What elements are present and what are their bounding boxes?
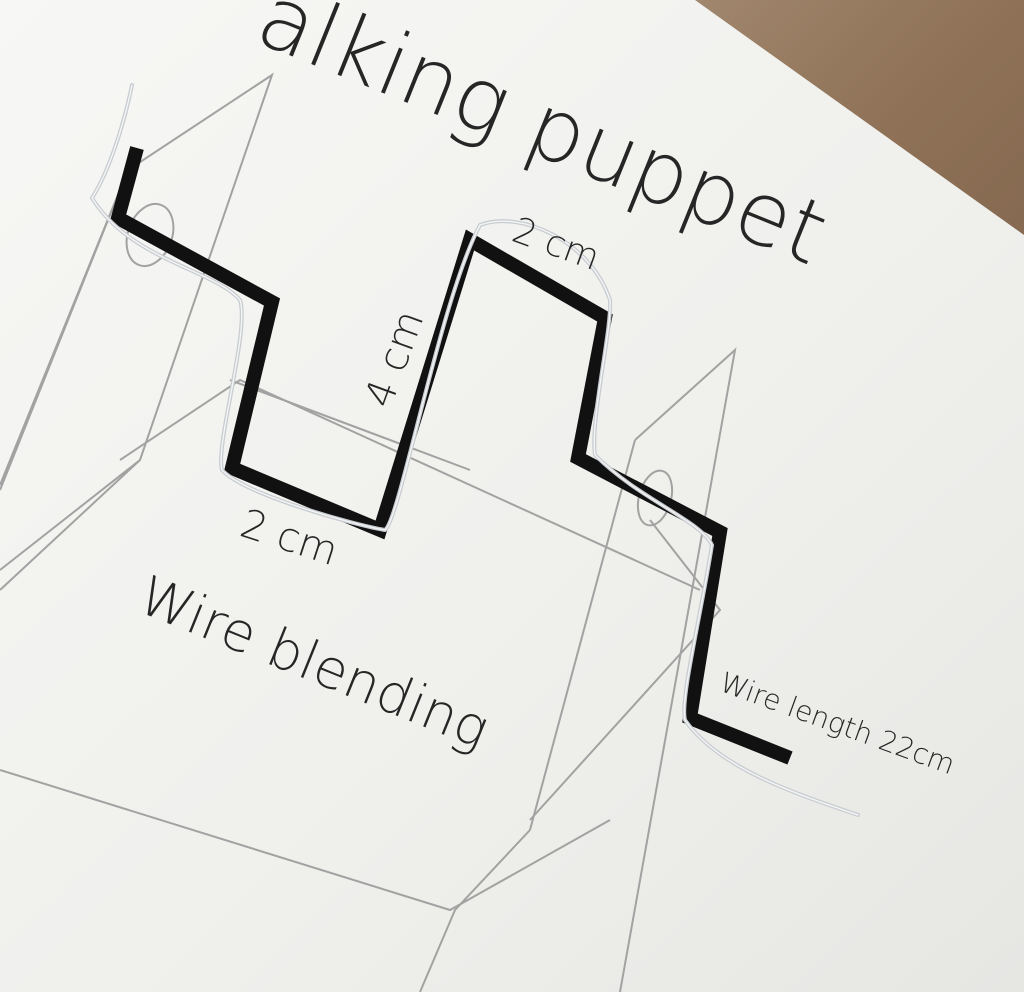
wire-highlight <box>91 84 859 816</box>
wire-template-path <box>109 146 793 765</box>
template-outline-lines <box>0 72 737 992</box>
